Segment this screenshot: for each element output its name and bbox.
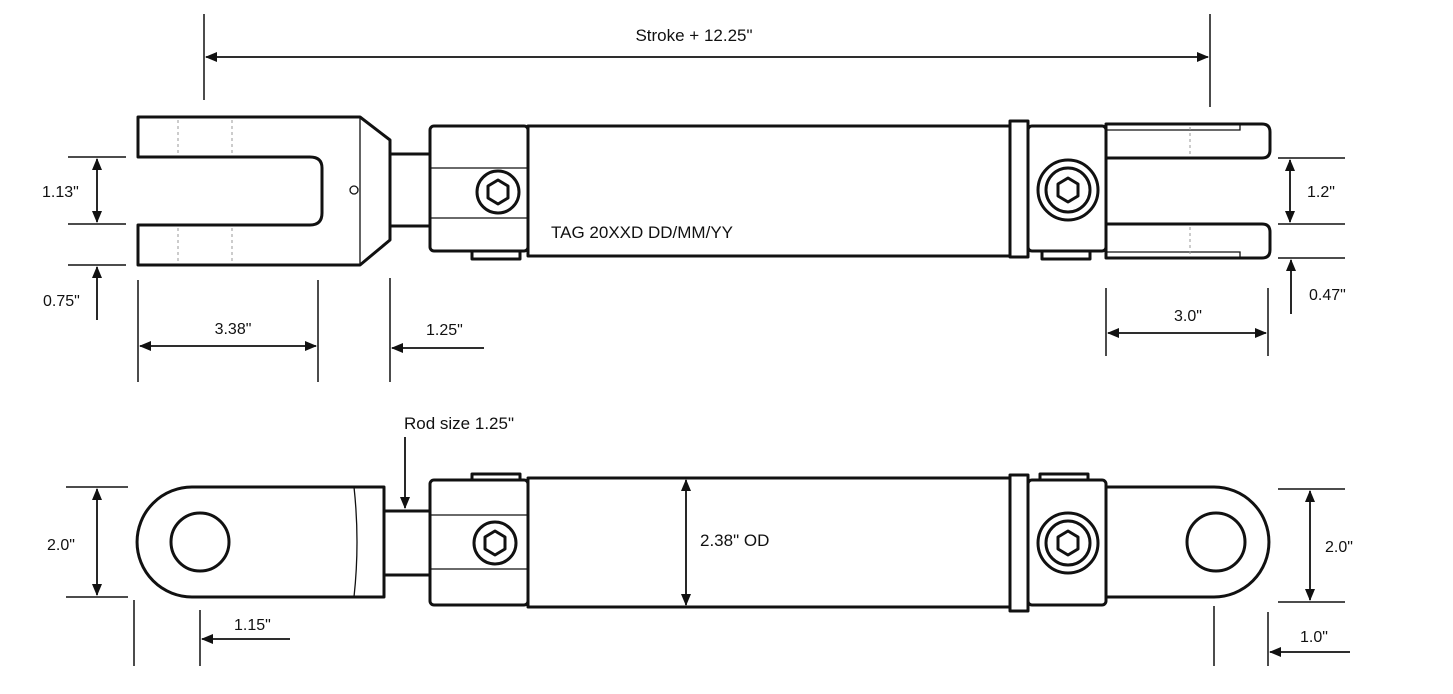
rod-extension-dimension: 1.25" [389,278,484,382]
right-clevis [1104,122,1272,260]
top-view: Stroke + 12.25" TAG 20XXD DD/MM/YY [42,14,1346,382]
clevis-gap-dimension: 1.13" [42,156,126,225]
clevis-length-dimension: 3.38" [137,280,319,382]
right-eye-width-label: 2.0" [1325,539,1353,556]
top-tie-band [1008,119,1030,259]
right-clevis-length-dimension: 3.0" [1105,288,1269,356]
bottom-left-end-cap [428,472,530,607]
left-rod-eye [135,485,386,599]
left-clevis [136,115,392,267]
clevis-thickness-label: 0.75" [43,293,80,310]
right-clevis-thickness-label: 0.47" [1309,287,1346,304]
bottom-piston-rod [382,509,434,577]
right-eye-width-dimension: 2.0" [1278,488,1353,603]
eye-hole-icon [1185,511,1247,573]
right-clevis-gap-label: 1.2" [1307,184,1335,201]
right-clevis-thickness-dimension: 0.47" [1278,257,1346,314]
bottom-tie-band [1008,473,1030,613]
rod-size-label: Rod size 1.25" [404,414,514,433]
pin-hole-icon [349,185,359,195]
clevis-thickness-dimension: 0.75" [43,264,126,320]
right-clevis-length-label: 3.0" [1174,308,1202,325]
stroke-length-label: Stroke + 12.25" [635,26,752,45]
eye-hole-offset-label: 1.15" [234,617,271,634]
right-eye-hole-label: 1.0" [1300,629,1328,646]
bottom-right-end-cap [1026,472,1108,607]
right-clevis-gap-dimension: 1.2" [1278,157,1345,225]
top-left-end-cap [428,124,530,261]
tag-text: TAG 20XXD DD/MM/YY [551,223,733,242]
left-eye-width-dimension: 2.0" [47,486,128,598]
clevis-length-label: 3.38" [215,321,252,338]
clevis-gap-label: 1.13" [42,184,79,201]
top-piston-rod [388,152,434,228]
bottom-view: Rod size 1.25" [47,414,1353,666]
right-rod-eye [1104,485,1271,599]
bottom-barrel [526,476,1012,609]
right-eye-hole-dimension: 1.0" [1213,606,1350,666]
left-eye-width-label: 2.0" [47,537,75,554]
eye-hole-offset-dimension: 1.15" [133,600,290,666]
rod-size-callout: Rod size 1.25" [400,414,514,509]
top-barrel: TAG 20XXD DD/MM/YY [526,124,1012,258]
eye-hole-icon [169,511,231,573]
rod-extension-label: 1.25" [426,322,463,339]
top-right-end-cap [1026,124,1108,261]
stroke-dimension: Stroke + 12.25" [203,14,1211,107]
body-od-label: 2.38" OD [700,531,769,550]
body-od-dimension: 2.38" OD [681,479,769,606]
